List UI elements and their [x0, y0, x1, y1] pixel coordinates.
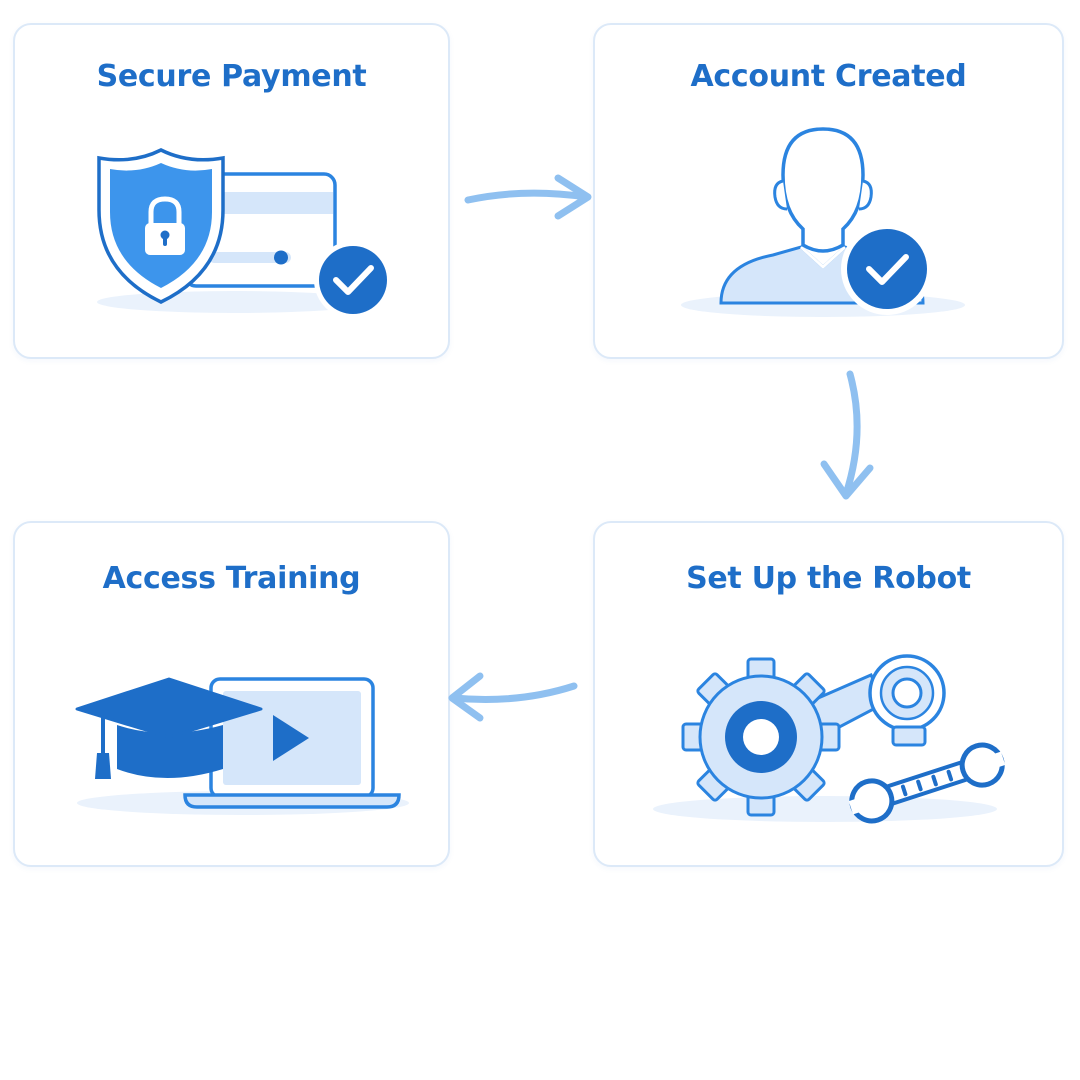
step-title: Account Created [690, 59, 967, 94]
arrow-right-icon [464, 174, 592, 220]
arrow-left-icon [448, 672, 578, 722]
user-check-icon [681, 127, 965, 317]
step-card-account-created: Account Created [593, 23, 1064, 359]
step-card-access-training: Access Training [13, 521, 450, 867]
step-card-set-up-robot: Set Up the Robot [593, 521, 1064, 867]
arrow-down-icon [820, 370, 874, 500]
gear-robot-wrench-icon [653, 654, 1005, 824]
step-title: Secure Payment [96, 59, 367, 94]
step-title: Set Up the Robot [686, 561, 971, 596]
step-card-secure-payment: Secure Payment [13, 23, 450, 359]
graduation-cap-video-icon [75, 677, 409, 815]
step-title: Access Training [102, 561, 361, 596]
shield-lock-card-check-icon [97, 148, 392, 319]
